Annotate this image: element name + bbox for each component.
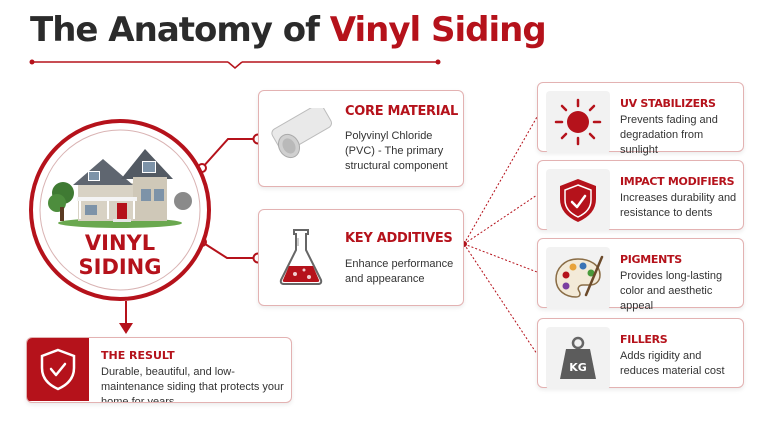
additive-title: IMPACT MODIFIERS [620,175,735,188]
core-connector [197,133,264,173]
additive-description: Adds rigidity and reduces material cost [620,350,725,377]
center-label-line-1: VINYL [84,231,156,255]
center-circle [29,119,211,301]
key-additives-card: KEY ADDITIVES Enhance performance and ap… [258,209,464,306]
core-material-title: CORE MATERIAL [345,104,459,119]
sun-icon [546,91,610,153]
additive-branch-lines [461,116,538,355]
fillers-card: KG FILLERS Adds rigidity and reduces mat… [537,318,744,389]
result-card: THE RESULT Durable, beautiful, and low-m… [26,337,292,403]
key-additives-description: Enhance performance and appearance [345,258,454,285]
weight-label: KG [569,361,587,374]
pvc-pipe-icon [269,108,333,170]
shield-icon [546,169,610,231]
core-material-card: CORE MATERIAL Polyvinyl Chloride (PVC) -… [258,90,464,187]
result-title: THE RESULT [101,349,175,362]
title-underline [29,59,441,69]
additive-title: PIGMENTS [620,253,682,266]
additive-description: Increases durability and resistance to d… [620,192,737,219]
key-additives-title: KEY ADDITIVES [345,231,453,246]
additive-description: Prevents fading and degradation from sun… [620,114,718,156]
shield-check-icon [27,338,89,401]
title-part-2: Vinyl Siding [329,10,547,50]
result-arrow [119,301,133,334]
impact-modifiers-card: IMPACT MODIFIERS Increases durability an… [537,160,744,231]
palette-icon [546,247,610,309]
additive-title: FILLERS [620,333,668,346]
page-title: The Anatomy of Vinyl Siding [30,10,547,50]
additive-title: UV STABILIZERS [620,97,716,110]
additive-description: Provides long-lasting color and aestheti… [620,270,723,312]
title-part-1: The Anatomy of [30,10,320,50]
house-illustration [39,129,201,291]
core-material-description: Polyvinyl Chloride (PVC) - The primary s… [345,130,448,172]
result-description: Durable, beautiful, and low-maintenance … [101,366,284,403]
center-label-line-2: SIDING [78,255,162,279]
additives-connector [197,237,264,264]
pigments-card: PIGMENTS Provides long-lasting color and… [537,238,744,312]
weight-icon: KG [546,327,610,389]
uv-stabilizers-card: UV STABILIZERS Prevents fading and degra… [537,82,744,156]
flask-icon [269,226,333,288]
